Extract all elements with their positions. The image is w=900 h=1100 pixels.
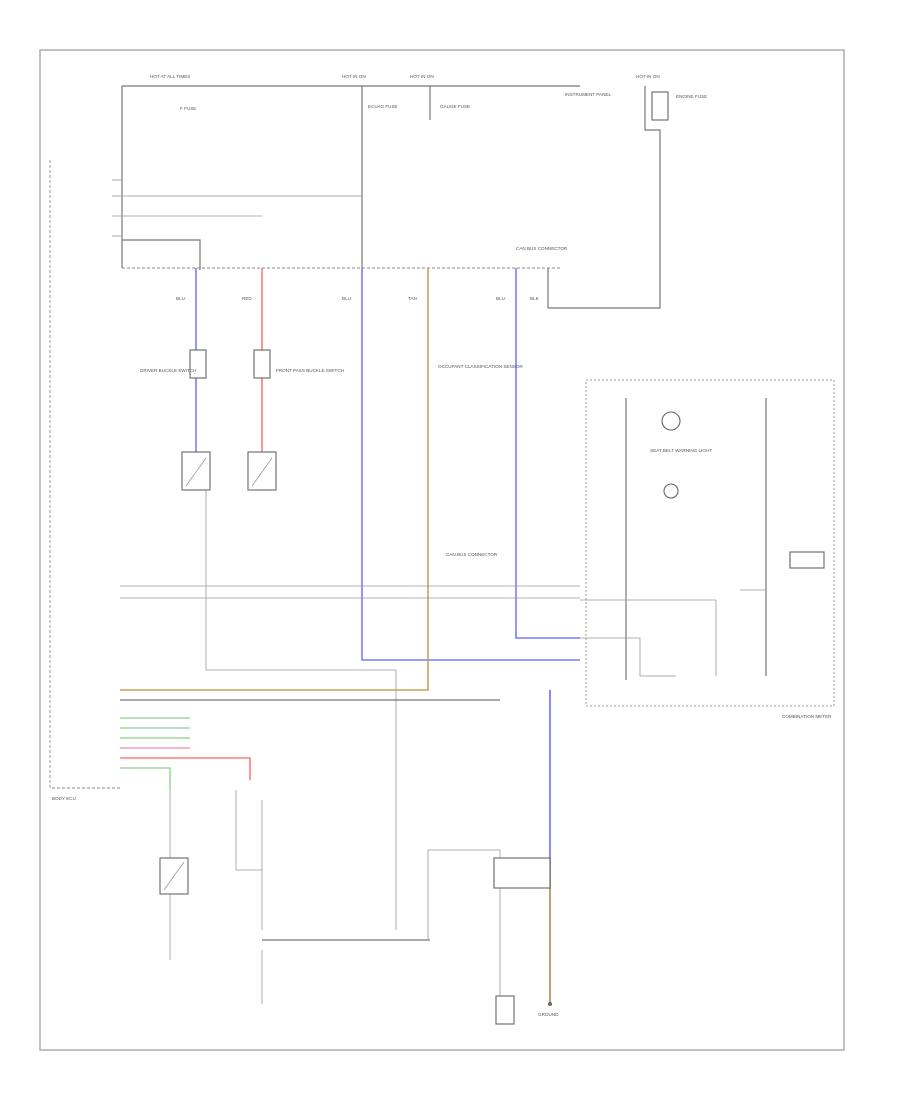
fuse-label-d: ENGINE FUSE <box>676 94 707 99</box>
can-bus-label: CAN BUS CONNECTOR <box>446 552 498 557</box>
pass-buckle-switch-icon <box>247 451 277 491</box>
combination-meter-label: COMBINATION METER <box>782 714 832 719</box>
wire-tag-blu-1: BLU <box>176 296 185 301</box>
wire-tag-blu-3: BLU <box>496 296 505 301</box>
ground-connector <box>495 995 515 1025</box>
combination-meter-box <box>585 379 835 707</box>
source-label-3: HOT IN ON <box>410 74 434 79</box>
connector-block-1 <box>189 349 207 379</box>
driver-buckle-switch-icon <box>181 451 211 491</box>
display-icon <box>789 551 825 569</box>
connector-label-top: CAN BUS CONNECTOR <box>516 246 568 251</box>
ground-terminal-icon <box>548 1002 552 1006</box>
instrument-panel-connector <box>493 857 551 889</box>
fuse-icon <box>651 91 669 121</box>
buckle-switch-pass-label: FRONT PASS BUCKLE SWITCH <box>276 368 344 373</box>
connector-block-2 <box>253 349 271 379</box>
buckle-switch-driver-label: DRIVER BUCKLE SWITCH <box>140 368 196 373</box>
seat-belt-warning-label: SEAT BELT WARNING LIGHT <box>650 448 712 453</box>
wire-tag-blu-2: BLU <box>342 296 351 301</box>
source-label-4: HOT IN ON <box>636 74 660 79</box>
source-label-1: HOT AT ALL TIMES <box>150 74 190 79</box>
warning-light-icon <box>661 411 681 431</box>
body-ecu-label: BODY ECU <box>52 796 76 801</box>
ground-label: GROUND <box>538 1012 559 1017</box>
instrument-note: INSTRUMENT PANEL <box>565 92 611 97</box>
can-bus-line <box>120 585 580 599</box>
source-label-2: HOT IN ON <box>342 74 366 79</box>
wire-tag-red-1: RED <box>242 296 252 301</box>
fuse-label-a: F FUSE <box>180 106 196 111</box>
diagram-border <box>39 49 845 1051</box>
fuse-label-b: ECU-IG FUSE <box>368 104 398 109</box>
fuse-label-c: GAUGE FUSE <box>440 104 470 109</box>
wire-tag-tan-1: TAN <box>408 296 417 301</box>
wire-tag-blk-1: BLK <box>530 296 540 301</box>
occupant-sensor-label: OCCUPANT CLASSIFICATION SENSOR <box>438 364 523 369</box>
lower-left-switch-icon <box>159 857 189 895</box>
buzzer-icon <box>663 483 679 499</box>
